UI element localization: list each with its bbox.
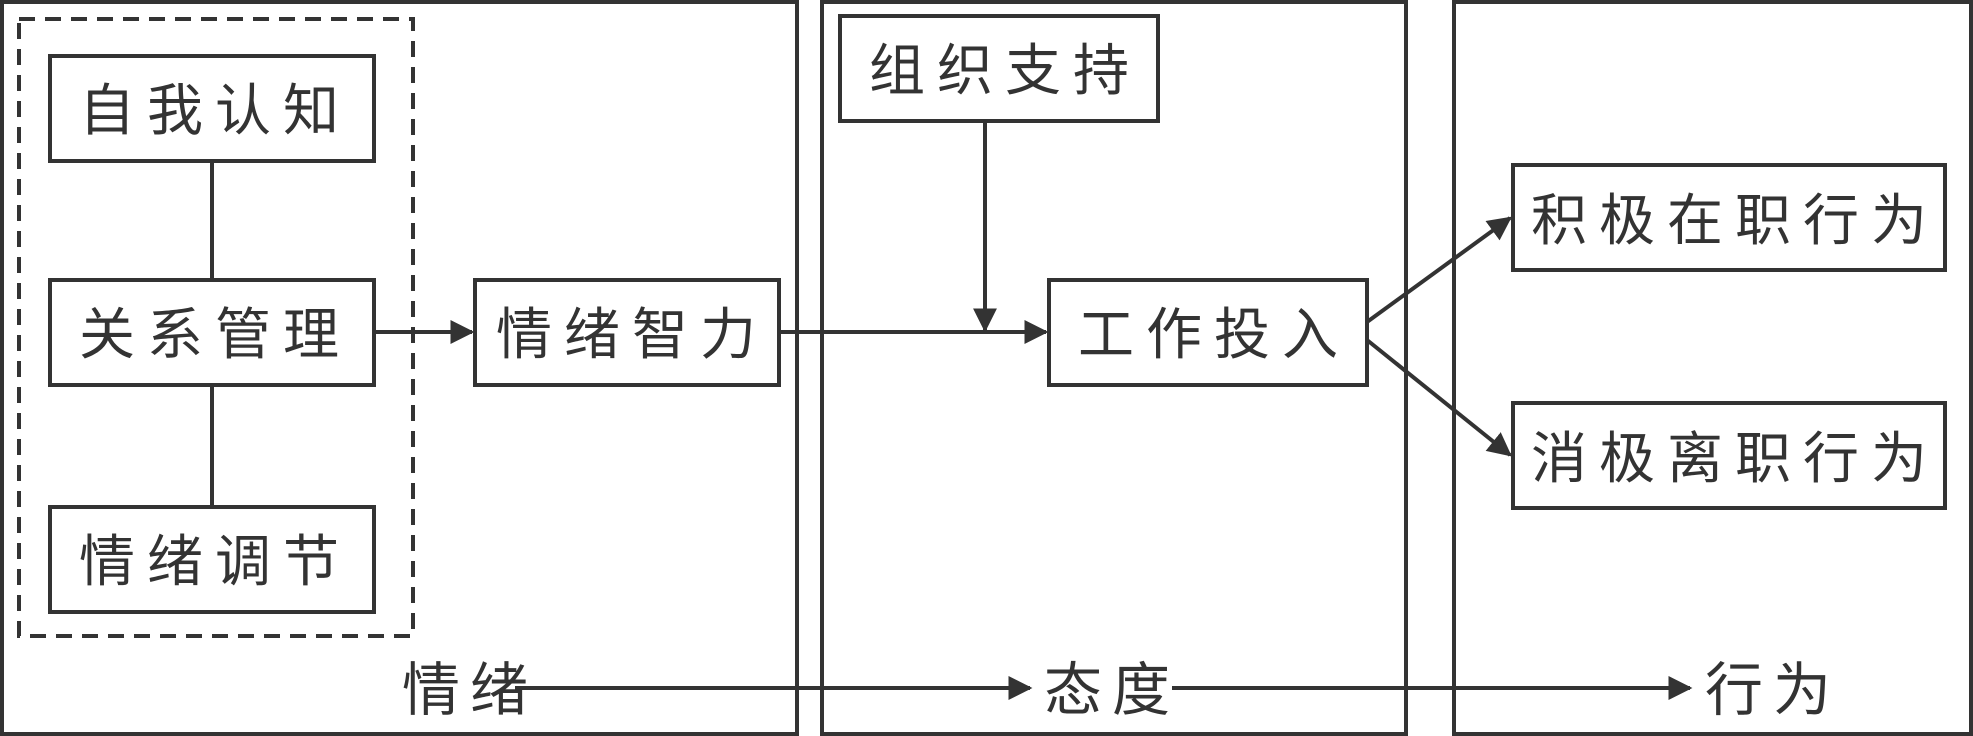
- self-awareness-box: [48, 54, 376, 163]
- stage-behavior-label: 行为: [1705, 656, 1841, 724]
- emotion-regulation-box: [48, 505, 376, 614]
- stage-emotion-label: 情绪: [402, 656, 538, 724]
- stage-attitude-label: 态度: [1044, 656, 1180, 724]
- arrow-to-positive-behavior: [1365, 216, 1512, 324]
- work-engagement-box: [1047, 278, 1369, 387]
- arrow-to-negative-behavior: [1365, 338, 1512, 457]
- positive-on-job-behavior-label: 积极在职行为: [1531, 189, 1939, 254]
- behavior-panel: [1452, 0, 1973, 736]
- emotional-intelligence-label: 情绪智力: [496, 303, 768, 368]
- positive-on-job-behavior-box: [1511, 163, 1947, 272]
- emotion-panel: [0, 0, 799, 736]
- negative-exit-behavior-label: 消极离职行为: [1531, 427, 1939, 492]
- attitude-panel: [820, 0, 1408, 736]
- organizational-support-label: 组织支持: [869, 39, 1141, 104]
- self-awareness-label: 自我认知: [79, 79, 351, 144]
- relationship-management-label: 关系管理: [79, 303, 351, 368]
- negative-exit-behavior-box: [1511, 401, 1947, 510]
- work-engagement-label: 工作投入: [1078, 303, 1350, 368]
- emotional-intelligence-components-group: [17, 17, 415, 638]
- emotion-regulation-label: 情绪调节: [79, 530, 351, 595]
- organizational-support-box: [838, 14, 1160, 123]
